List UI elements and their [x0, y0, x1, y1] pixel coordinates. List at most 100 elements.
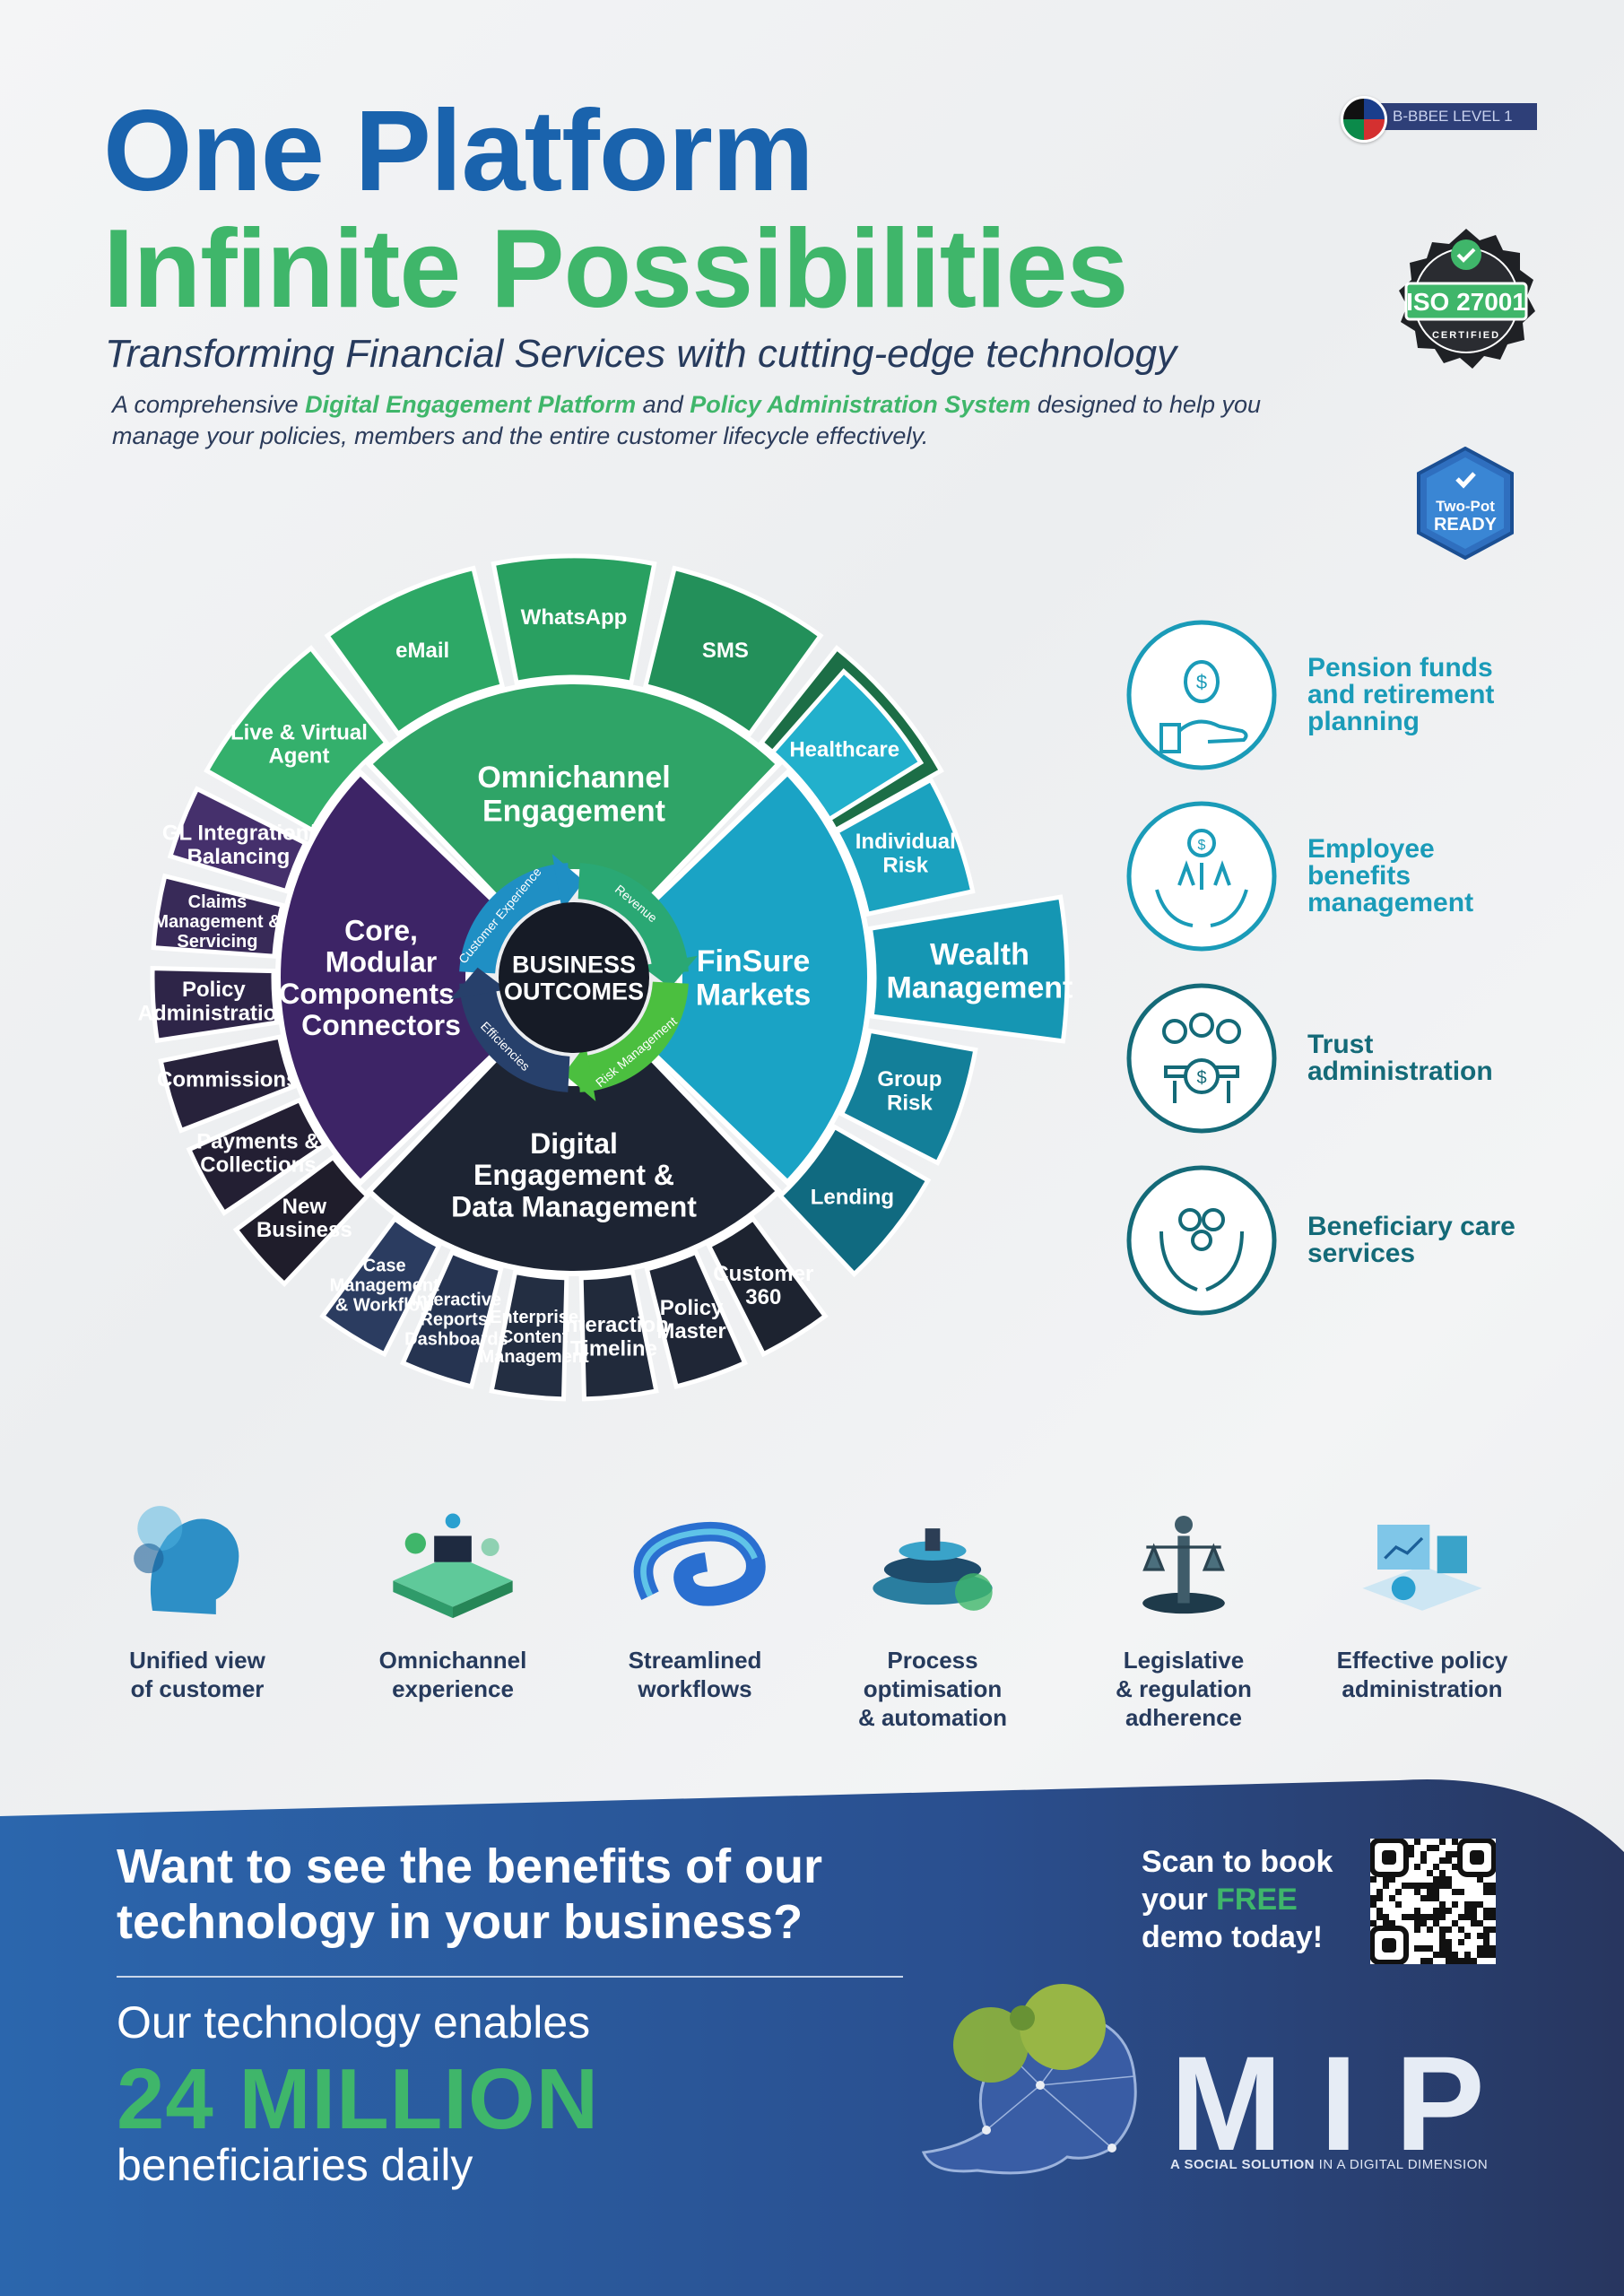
- core-segment: [150, 966, 280, 1044]
- omni-segment: [204, 645, 390, 833]
- scan-to-book-text: Scan to book your FREE demo today!: [1142, 1845, 1333, 1954]
- two-pot-line2: READY: [1434, 515, 1498, 535]
- workflow-icon: [587, 1480, 803, 1637]
- omni-segment-label: SMS: [702, 639, 749, 663]
- finsure-segment: [867, 894, 1070, 1044]
- bbbee-badge: B-BBEE LEVEL 1: [1341, 96, 1542, 143]
- justice-icon: [1076, 1480, 1291, 1637]
- digital-segment: [578, 1269, 659, 1402]
- gears-icon: [825, 1480, 1040, 1637]
- title-line-1: One Platform: [103, 87, 814, 215]
- omni-segment-label: eMail: [395, 639, 449, 663]
- iso-label: ISO 27001: [1406, 288, 1526, 316]
- footer-divider: [117, 1976, 903, 1978]
- cycle-arrow: [578, 863, 689, 974]
- digital-segment: [400, 1248, 504, 1389]
- cycle-arrowhead: [640, 955, 698, 988]
- south-africa-flag-icon: [1341, 96, 1387, 143]
- dashboard-icon: [1315, 1480, 1530, 1637]
- two-pot-ready-badge: Two-Pot READY: [1417, 447, 1514, 560]
- cycle-arrow: [578, 981, 689, 1092]
- qr-code[interactable]: [1370, 1839, 1496, 1964]
- cycle-arrowhead: [563, 1044, 596, 1101]
- core-segment-label: GL Integration/Balancing: [162, 822, 316, 869]
- core-segment: [151, 873, 285, 959]
- core-segment-label: Commissions: [157, 1068, 298, 1092]
- cycle-arrow: [459, 981, 570, 1092]
- unified-view-icon: [90, 1480, 305, 1637]
- omni-segment: [642, 565, 824, 737]
- intro-highlight-dep: Digital Engagement Platform: [305, 391, 637, 418]
- iso-certified: CERTIFIED: [1432, 330, 1500, 341]
- title-line-2: Infinite Possibilities: [103, 207, 1128, 331]
- mip-wordmark: MIP: [1170, 2028, 1523, 2179]
- omni-segment: [491, 553, 657, 686]
- digital-segment: [489, 1269, 569, 1402]
- digital-segment: [319, 1215, 442, 1358]
- omni-segment-label: WhatsApp: [521, 605, 628, 630]
- enables-text: Our technology enables: [117, 1997, 591, 2048]
- svg-text:$: $: [1198, 838, 1206, 853]
- bbbee-label: B-BBEE LEVEL 1: [1371, 103, 1537, 130]
- tagline: Transforming Financial Services with cut…: [105, 332, 1177, 376]
- core-segment: [167, 786, 308, 894]
- core-segment: [158, 1034, 298, 1134]
- cycle-arrow: [459, 863, 570, 974]
- finsure-segment: [777, 1124, 932, 1278]
- mip-logo-head-icon: [921, 1984, 1137, 2175]
- employee-benefits-icon: $: [1125, 800, 1278, 952]
- cycle-arrowhead: [450, 967, 508, 1000]
- pension-icon: $: [1125, 619, 1278, 771]
- checkmark-icon: [1455, 472, 1476, 489]
- core-segment: [232, 1153, 371, 1288]
- beneficiaries-text: beneficiaries daily: [117, 2140, 473, 2190]
- trust-icon: $: [1125, 982, 1278, 1135]
- two-pot-line1: Two-Pot: [1436, 498, 1495, 515]
- iso-27001-badge: ISO 27001 CERTIFIED: [1399, 229, 1535, 369]
- digital-segment: [706, 1215, 829, 1358]
- core-segment: [186, 1097, 328, 1216]
- core-segment-label: Payments &Collections: [196, 1129, 319, 1177]
- finsure-segment: [833, 777, 976, 918]
- cycle-arrowhead: [551, 854, 585, 911]
- finsure-segment-label: Lending: [811, 1186, 894, 1210]
- checkmark-icon: [1456, 248, 1476, 263]
- digital-segment: [644, 1248, 748, 1389]
- finsure-segment: [769, 668, 925, 822]
- scan-free: FREE: [1216, 1883, 1298, 1917]
- mip-tagline: A SOCIAL SOLUTION IN A DIGITAL DIMENSION: [1170, 2157, 1489, 2172]
- omni-segment: [324, 565, 506, 737]
- svg-text:$: $: [1196, 671, 1207, 693]
